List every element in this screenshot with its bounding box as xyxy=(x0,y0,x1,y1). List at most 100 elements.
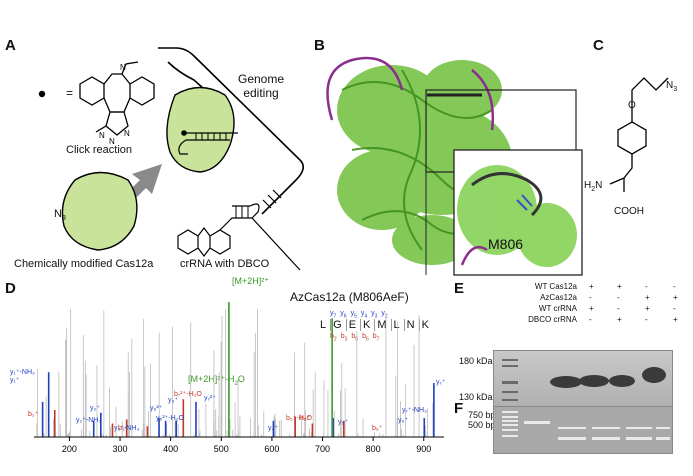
azide-n: N xyxy=(54,208,62,220)
condition-value: + xyxy=(673,293,678,302)
ion-peaks xyxy=(41,302,435,437)
spectrum-title: AzCas12a (M806AeF) xyxy=(290,290,409,304)
panel-b-structure xyxy=(326,56,583,276)
x-tick-label: 200 xyxy=(62,444,77,454)
marker-130kda: 130 kDa xyxy=(459,392,493,402)
bullet-dot-icon xyxy=(38,90,46,98)
b-ion-1: b3 xyxy=(340,333,348,343)
panel-a-letter: A xyxy=(5,37,16,54)
panel-b-letter: B xyxy=(314,37,325,54)
condition-value: + xyxy=(617,315,622,324)
azide-sub: 3 xyxy=(61,215,66,223)
aef-structure xyxy=(609,77,669,192)
lane1-band xyxy=(550,376,582,388)
marker-180kda: 180 kDa xyxy=(459,356,493,366)
azide-label: N3 xyxy=(54,208,66,222)
lane3-band xyxy=(609,375,635,387)
x-tick-label: 800 xyxy=(366,444,381,454)
peak-label: b₂⁺ xyxy=(28,411,39,418)
svg-text:N: N xyxy=(99,131,105,140)
b-ion-3: b6 xyxy=(362,333,369,343)
condition-value: - xyxy=(589,315,592,324)
c-azide-sub: 3 xyxy=(673,86,678,93)
lane2-band xyxy=(579,375,609,387)
residue-5: L xyxy=(390,319,402,331)
residue-3: K xyxy=(360,319,372,331)
azidoethyl-phenylalanine-icon xyxy=(609,77,669,192)
condition-value: + xyxy=(589,304,594,313)
x-tick-label: 400 xyxy=(163,444,178,454)
m806-residue-icon xyxy=(516,194,533,211)
panel-e-letter: E xyxy=(454,280,465,297)
condition-label: WT crRNA xyxy=(538,304,577,313)
m806-label: M806 xyxy=(488,236,524,252)
condition-label: WT Cas12a xyxy=(534,282,577,291)
peak-label: b₅⁺ xyxy=(300,415,311,422)
y-ion-2: y5 xyxy=(350,310,357,320)
dbco-triazole-structure-icon xyxy=(79,61,155,136)
amine-label: H2N xyxy=(584,180,602,193)
peak-label: y₂⁺ xyxy=(90,405,100,412)
peak-label: y₇⁺ xyxy=(436,379,446,386)
svg-text:N: N xyxy=(120,63,126,72)
svg-text:N: N xyxy=(109,137,115,146)
cooh-label: COOH xyxy=(614,206,644,217)
c-h2n-sub: 2 xyxy=(591,186,596,193)
peak-label: b₃⁺ xyxy=(118,425,129,432)
precursor-h2o-b: O xyxy=(237,374,245,384)
peak-label: b₅⁺-H₂O xyxy=(286,415,313,422)
condition-row: WT crRNA+-+- xyxy=(505,304,693,315)
condition-value: - xyxy=(617,293,620,302)
condition-value: - xyxy=(645,315,648,324)
y-ion-0: y7 xyxy=(330,310,337,320)
panel-d-letter: D xyxy=(5,280,16,297)
peak-label: y₇⁺-NH₃ xyxy=(402,407,427,414)
precursor-h2o-a: [M+2H]²⁺-H xyxy=(188,374,235,384)
condition-value: + xyxy=(645,304,650,313)
residue-1: G xyxy=(330,319,344,331)
protein-gel-image xyxy=(493,350,673,408)
condition-value: - xyxy=(673,304,676,313)
residue-2: E xyxy=(345,319,358,331)
x-tick-label: 900 xyxy=(416,444,431,454)
dna-gel-image xyxy=(493,406,673,454)
b-ion-4: b7 xyxy=(372,333,380,343)
peak-label: y₃⁺-NH₃ xyxy=(114,425,139,432)
svg-text:N: N xyxy=(124,129,130,138)
substrate-band xyxy=(524,421,550,424)
y-ion-4: y3 xyxy=(371,310,378,320)
condition-label: DBCO crRNA xyxy=(528,315,577,324)
condition-value: + xyxy=(617,282,622,291)
c-h2n-h: H xyxy=(584,180,592,191)
condition-value: + xyxy=(645,293,650,302)
peak-label: y₁⁺ xyxy=(10,377,20,384)
peak-label: y₆⁺ xyxy=(398,417,408,424)
condition-value: - xyxy=(645,282,648,291)
rna-strand-icon xyxy=(326,56,494,131)
peak-label: b₆⁺ xyxy=(372,425,383,432)
peak-label: y₄⁺ xyxy=(268,425,278,432)
condition-row: DBCO crRNA - + - + xyxy=(505,315,693,326)
marker-750bp: 750 bp xyxy=(468,410,496,420)
y-ion-1: y6 xyxy=(340,310,347,320)
dbco-crrna-icon xyxy=(177,203,301,271)
condition-value: + xyxy=(673,315,678,324)
genome-editing-label: Genome editing xyxy=(238,72,284,100)
condition-value: + xyxy=(589,282,594,291)
condition-value: - xyxy=(589,293,592,302)
condition-row: WT Cas12a + + - - xyxy=(505,282,693,293)
peak-label: y₁⁺-NH₃ xyxy=(10,369,35,376)
peak-labels: y₁⁺-NH₃y₁⁺b₂⁺y₂⁺-NH₃y₂⁺b₃⁺y₃⁺-NH₃y₆²⁺y₃⁺… xyxy=(10,369,446,432)
y-ion-3: y4 xyxy=(360,310,368,320)
condition-label: AzCas12a xyxy=(540,293,577,302)
bullet-equals-label: = xyxy=(66,86,74,100)
genome-line2: editing xyxy=(243,86,279,100)
x-tick-label: 500 xyxy=(214,444,229,454)
condition-value: - xyxy=(673,282,676,291)
peak-label: y₇²⁺ xyxy=(204,395,216,402)
peak-label: y₆²⁺ xyxy=(150,405,163,412)
dbco-crrna-ticks-icon xyxy=(235,206,249,218)
genome-line1: Genome xyxy=(238,72,285,86)
crrna-caption: crRNA with DBCO xyxy=(180,258,270,270)
